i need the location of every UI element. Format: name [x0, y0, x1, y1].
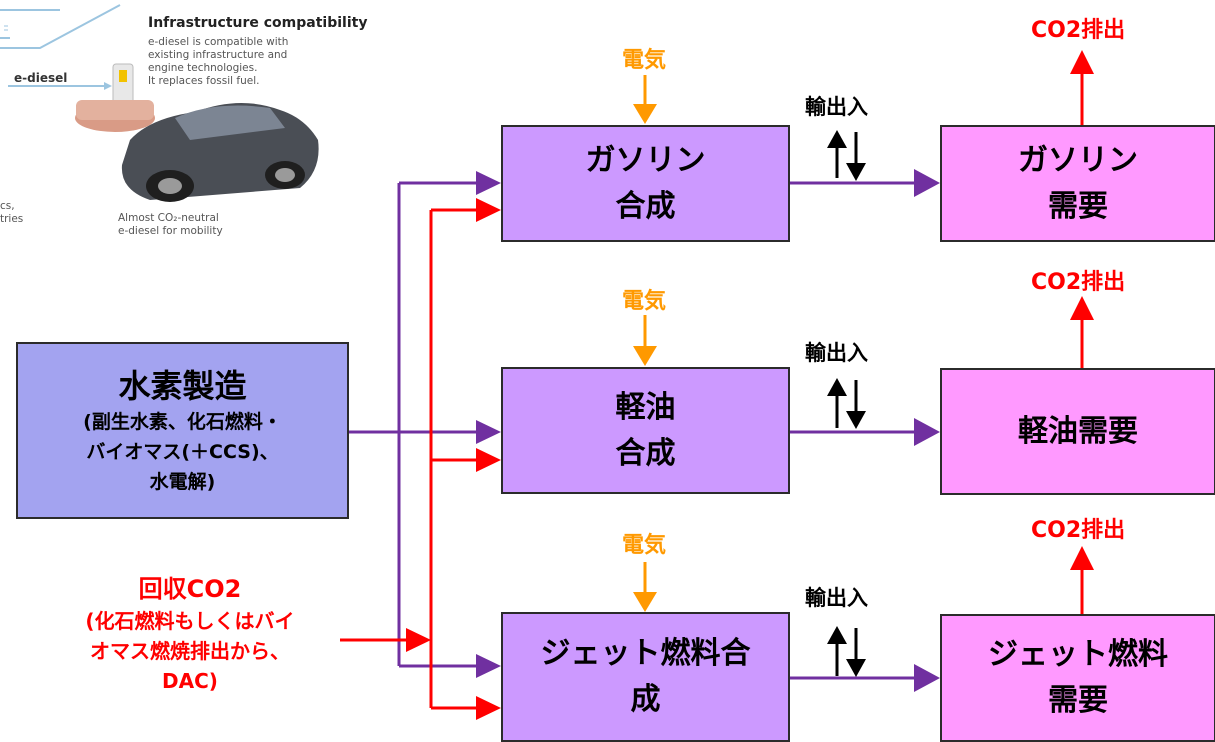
demand-line: ジェット燃料 — [988, 637, 1168, 672]
captured-co2-line: オマス燃焼排出から、 — [90, 639, 290, 663]
synthesis-line: ガソリン — [585, 142, 706, 178]
synthesis-line: 合成 — [615, 188, 676, 224]
captured-co2-line: DAC) — [162, 669, 218, 693]
photo-fragment-line: tries — [0, 213, 24, 225]
jet-fuel-synthesis-box: ジェット燃料合 成 — [501, 612, 790, 742]
co2-flow-lines — [340, 208, 478, 710]
hydrogen-title: 水素製造 — [118, 366, 247, 405]
photo-desc-line: existing infrastructure and — [148, 49, 288, 61]
diesel-demand-box: 軽油需要 — [940, 368, 1215, 495]
photo-caption: Almost CO₂-neutral e-diesel for mobility — [118, 212, 318, 238]
photo-desc-line: It replaces fossil fuel. — [148, 75, 260, 87]
synthesis-line: 合成 — [615, 435, 676, 471]
gasoline-demand-box: ガソリン 需要 — [940, 125, 1215, 242]
co2-arrowheads — [406, 198, 501, 720]
electricity-arrows — [633, 75, 657, 612]
photo-desc-line: engine technologies. — [148, 62, 258, 74]
synthesis-line: 軽油 — [615, 389, 676, 425]
hydrogen-production-box: 水素製造 (副生水素、化石燃料・ バイオマス(＋CCS)、 水電解) — [16, 342, 349, 519]
e-diesel-label: e-diesel — [14, 71, 68, 85]
demand-line: 需要 — [1048, 683, 1108, 718]
jet-fuel-demand-box: ジェット燃料 需要 — [940, 614, 1215, 742]
car-illustration — [0, 4, 319, 202]
photo-caption-line: e-diesel for mobility — [118, 225, 223, 237]
emission-arrows — [1070, 50, 1094, 614]
photo-description: e-diesel is compatible with existing inf… — [148, 36, 348, 88]
e-diesel-infographic: Infrastructure compatibility e-diesel is… — [0, 0, 395, 240]
photo-desc-line: e-diesel is compatible with — [148, 36, 289, 48]
captured-co2-source: 回収CO2 (化石燃料もしくはバイ オマス燃焼排出から、 DAC) — [50, 572, 330, 696]
electricity-label: 電気 — [622, 48, 667, 73]
hydrogen-detail-line: バイオマス(＋CCS)、 — [86, 440, 279, 463]
demand-line: 需要 — [1048, 188, 1108, 224]
captured-co2-line: (化石燃料もしくはバイ — [85, 609, 295, 633]
synthesis-line: ジェット燃料合 — [540, 636, 751, 671]
trade-arrows — [827, 130, 866, 677]
co2-emission-label: CO2排出 — [1031, 518, 1126, 543]
import-export-label: 輸出入 — [805, 586, 868, 610]
hydrogen-detail-line: 水電解) — [149, 470, 216, 493]
supply-flow-lines — [789, 181, 918, 680]
co2-emission-label: CO2排出 — [1031, 18, 1126, 43]
diesel-synthesis-box: 軽油 合成 — [501, 367, 790, 494]
electricity-label: 電気 — [622, 533, 667, 558]
import-export-label: 輸出入 — [805, 341, 868, 365]
hydrogen-flow-lines — [348, 181, 478, 668]
photo-fragment-line: cs, — [0, 200, 15, 212]
supply-arrowheads — [914, 169, 940, 692]
hydrogen-arrowheads — [476, 171, 501, 678]
captured-co2-title: 回収CO2 — [138, 575, 242, 603]
demand-line: 軽油需要 — [1018, 413, 1138, 449]
photo-caption-line: Almost CO₂-neutral — [118, 212, 219, 224]
import-export-label: 輸出入 — [805, 95, 868, 119]
hydrogen-detail-line: (副生水素、化石燃料・ — [83, 410, 282, 433]
gasoline-synthesis-box: ガソリン 合成 — [501, 125, 790, 242]
demand-line: ガソリン — [1018, 142, 1138, 178]
photo-fragment-text: cs, tries — [0, 200, 23, 226]
electricity-label: 電気 — [622, 289, 667, 314]
co2-emission-label: CO2排出 — [1031, 270, 1126, 295]
photo-title: Infrastructure compatibility — [148, 15, 368, 31]
synthesis-line: 成 — [630, 682, 661, 717]
